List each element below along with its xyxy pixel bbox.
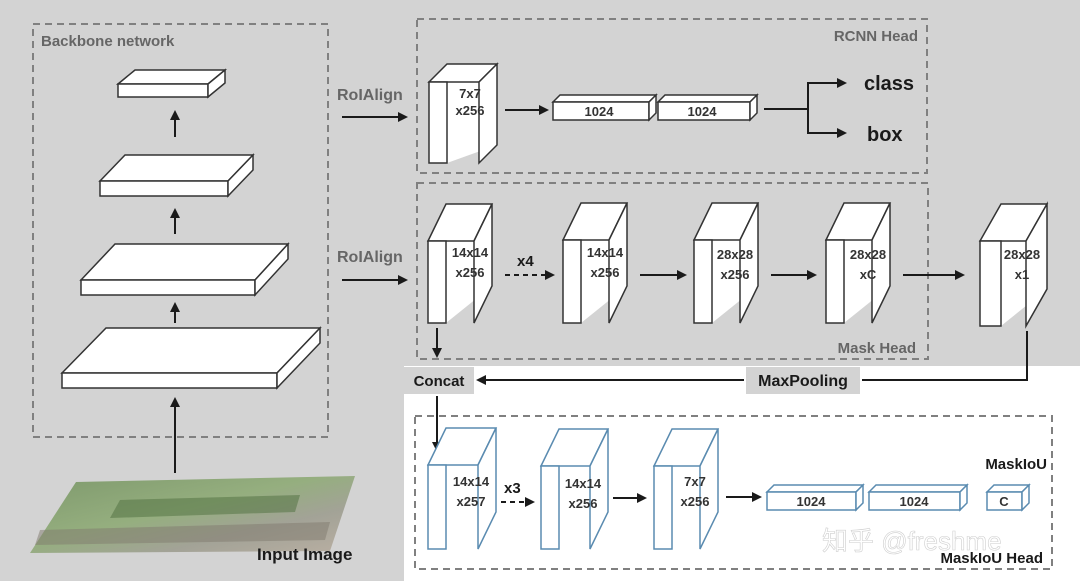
maskiou-title: MaskIoU (985, 456, 1047, 473)
rcnn-feature-label-1: 7x7 (459, 86, 481, 101)
maskiou-output-label: C (999, 494, 1009, 509)
backbone-group: Backbone network (32, 23, 329, 473)
watermark: 知乎 @freshme (822, 526, 1002, 556)
rcnn-head-title: RCNN Head (834, 28, 918, 45)
maskiou-block-3 (652, 428, 720, 550)
maxpool-label-bg (746, 367, 860, 394)
backbone-dashed-box (32, 23, 329, 438)
concat-label-bg (404, 367, 474, 394)
mask-block-4-label-2: xC (860, 267, 877, 282)
mask-block-3-label-1: 28x28 (717, 247, 753, 262)
mask-block-1-label-1: 14x14 (452, 245, 489, 260)
rcnn-roialign-label: RoIAlign (337, 87, 403, 104)
rcnn-arrow-to-class (807, 78, 847, 109)
rcnn-fc1-block (551, 93, 658, 122)
concat-label: Concat (414, 373, 465, 390)
mask-roialign-label: RoIAlign (337, 249, 403, 266)
maskiou-block-1-label-1: 14x14 (453, 474, 490, 489)
maskiou-output-block (985, 483, 1031, 512)
rcnn-feature-block (427, 62, 499, 165)
rcnn-output-box: box (867, 124, 903, 146)
input-image (30, 476, 355, 553)
mask-repeat-label: x4 (517, 253, 534, 270)
maskiou-block-1 (426, 427, 498, 550)
backbone-layer-2 (98, 153, 255, 198)
rcnn-head-dashed-box (416, 18, 928, 174)
maxpool-label: MaxPooling (758, 373, 848, 390)
mask-block-1-label-2: x256 (456, 265, 485, 280)
maskiou-block-1-label-2: x257 (457, 494, 486, 509)
maskiou-fc1-label: 1024 (797, 494, 827, 509)
mask-block-4 (824, 202, 892, 324)
rcnn-fc2-label: 1024 (688, 104, 718, 119)
maskiou-block-3-label-1: 7x7 (684, 474, 706, 489)
rcnn-head-group: RCNN Head RoIAlign 7x7 x256 1024 1024 (337, 18, 928, 174)
mask-output-block (978, 201, 1049, 329)
backbone-layer-4 (60, 326, 322, 390)
maskiou-fc2-block (867, 483, 969, 512)
rcnn-fc2-block (656, 93, 759, 122)
mask-block-3-label-2: x256 (721, 267, 750, 282)
maskiou-block-2-label-2: x256 (569, 496, 598, 511)
maxpool-connector-line (862, 331, 1028, 381)
mask-head-title: Mask Head (838, 340, 916, 357)
mask-block-4-label-1: 28x28 (850, 247, 886, 262)
mask-block-2 (561, 202, 629, 324)
maskiou-block-2-label-1: 14x14 (565, 476, 602, 491)
mask-output-label-1: 28x28 (1004, 247, 1040, 262)
mask-head-dashed-box (416, 182, 929, 360)
backbone-title: Backbone network (41, 33, 175, 50)
maskiou-fc1-block (765, 483, 865, 512)
maskiou-repeat-label: x3 (504, 480, 521, 497)
mask-output-label-2: x1 (1015, 267, 1029, 282)
maskiou-block-3-label-2: x256 (681, 494, 710, 509)
backbone-layer-1 (115, 68, 228, 99)
mask-block-3 (692, 202, 760, 324)
maskiou-fc2-label: 1024 (900, 494, 930, 509)
mask-block-2-label-2: x256 (591, 265, 620, 280)
rcnn-output-class: class (864, 73, 914, 95)
input-image-label: Input Image (257, 545, 352, 564)
mask-head-group: Mask Head RoIAlign 14x14 x256 x4 14x14 x… (337, 182, 965, 360)
mask-block-1 (426, 203, 494, 324)
maskiou-head-dashed-box (414, 415, 1053, 570)
mask-block-2-label-1: 14x14 (587, 245, 624, 260)
backbone-layer-3 (79, 242, 290, 297)
maskiou-footer-title: MaskIoU Head (940, 550, 1043, 567)
rcnn-feature-label-2: x256 (456, 103, 485, 118)
rcnn-fc1-label: 1024 (585, 104, 615, 119)
maskiou-head-group: MaskIoU MaskIoU Head 14x14 x257 x3 14x14… (414, 415, 1053, 570)
rcnn-arrow-to-box (807, 109, 847, 138)
maskiou-block-2 (539, 428, 610, 550)
